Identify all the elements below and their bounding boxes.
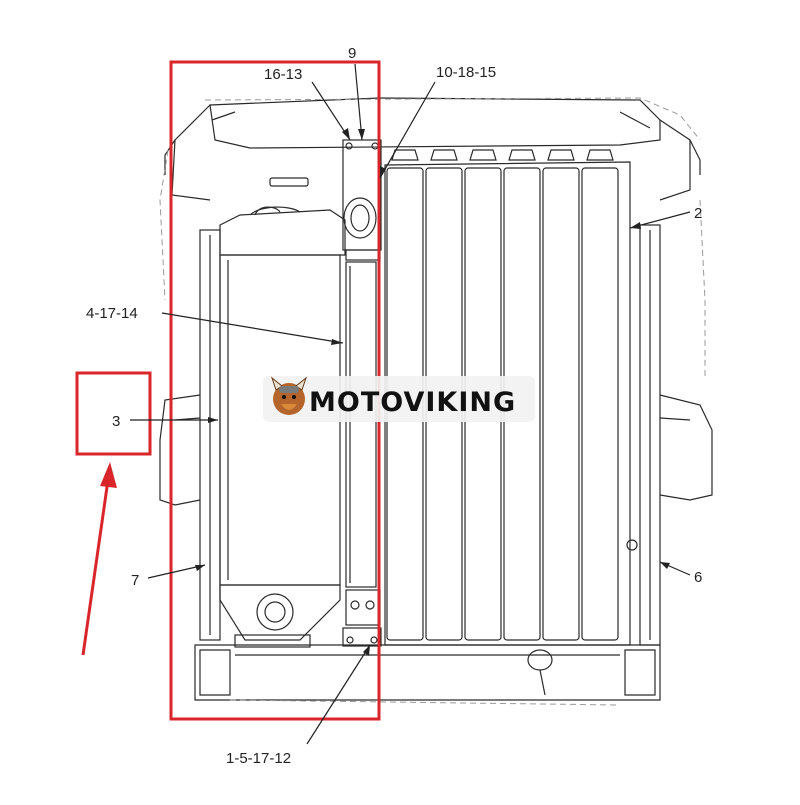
callout-1-5-17-12: 1-5-17-12	[226, 750, 291, 767]
left-cooler-core	[219, 206, 346, 648]
leader-arrowheads	[195, 128, 670, 656]
viking-mascot-icon	[270, 376, 308, 415]
watermark-background	[263, 376, 535, 422]
callout-labels: 9 16-13 10-18-15 2 4-17-14 3 7 6 1-5-17-…	[86, 45, 702, 767]
callout-16-13: 16-13	[264, 66, 302, 83]
outer-frame	[159, 97, 713, 701]
leader-lines	[130, 63, 691, 745]
red-arrow	[81, 462, 117, 656]
callout-9: 9	[348, 45, 356, 62]
callout-10-18-15: 10-18-15	[436, 64, 496, 81]
watermark-text: MOTOVIKING	[309, 387, 516, 418]
callout-3: 3	[112, 413, 120, 430]
callout-4-17-14: 4-17-14	[86, 305, 138, 322]
narrow-oil-cooler	[342, 139, 382, 647]
callout-2: 2	[694, 205, 702, 222]
highlight-box-callout-3	[75, 371, 152, 456]
callout-6: 6	[694, 569, 702, 586]
callout-7: 7	[131, 572, 139, 589]
watermark: MOTOVIKING	[263, 376, 535, 422]
phantom-outline	[159, 97, 706, 706]
upper-left-details	[254, 177, 309, 216]
